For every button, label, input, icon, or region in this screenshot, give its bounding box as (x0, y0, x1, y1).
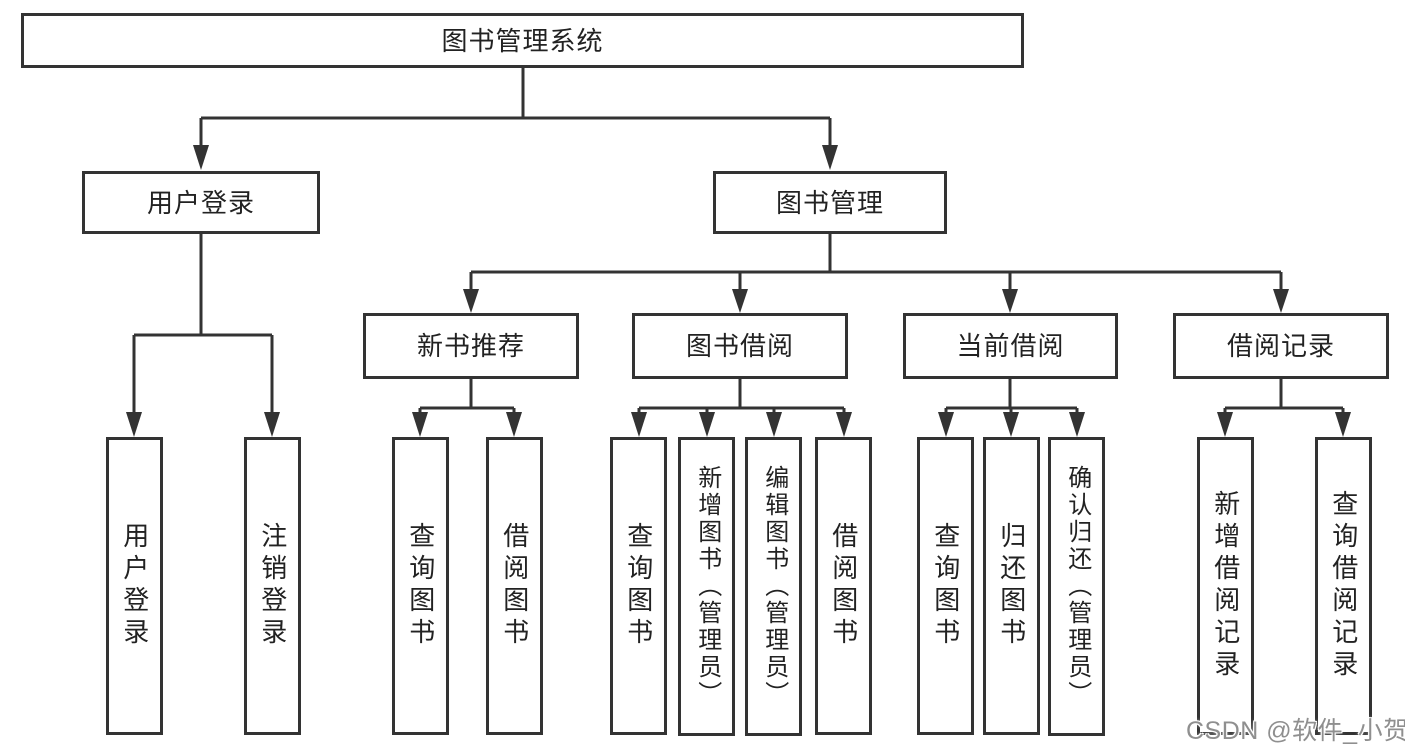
leaf-record-add: 新增借阅记录 (1197, 437, 1254, 735)
leaf-borrow-add-admin-label: 新增图书（管理员） (693, 465, 721, 708)
leaf-record-query: 查询借阅记录 (1315, 437, 1372, 735)
leaf-newbook-borrow: 借阅图书 (486, 437, 543, 735)
leaf-user-login-label: 用户登录 (119, 522, 150, 650)
leaf-current-return-label: 归还图书 (996, 522, 1027, 650)
leaf-record-add-label: 新增借阅记录 (1210, 490, 1241, 682)
node-borrow-records: 借阅记录 (1173, 313, 1389, 379)
edges-book-management (463, 234, 1289, 313)
leaf-newbook-query-label: 查询图书 (405, 522, 436, 650)
leaf-newbook-query: 查询图书 (392, 437, 449, 735)
leaf-current-confirm-admin: 确认归还（管理员） (1048, 437, 1105, 736)
leaf-borrow-query-label: 查询图书 (623, 522, 654, 650)
node-new-book-rec-label: 新书推荐 (416, 331, 525, 361)
leaf-logout: 注销登录 (244, 437, 301, 735)
node-book-management-label: 图书管理 (775, 187, 884, 218)
node-root-system: 图书管理系统 (21, 13, 1024, 68)
edges-current-borrow (938, 379, 1085, 437)
leaf-borrow-edit-admin: 编辑图书（管理员） (745, 437, 802, 736)
node-book-borrow: 图书借阅 (632, 313, 848, 379)
node-new-book-rec: 新书推荐 (363, 313, 579, 379)
leaf-newbook-borrow-label: 借阅图书 (499, 522, 530, 650)
node-user-login-label: 用户登录 (146, 187, 255, 218)
leaf-borrow-borrow: 借阅图书 (815, 437, 872, 735)
leaf-current-query-label: 查询图书 (930, 522, 961, 650)
edges-borrow-records (1217, 379, 1351, 437)
leaf-borrow-borrow-label: 借阅图书 (828, 522, 859, 650)
csdn-watermark: CSDN @软件_小贺同学 (1186, 717, 1405, 745)
leaf-borrow-query: 查询图书 (610, 437, 667, 735)
edges-user-login (126, 234, 280, 437)
node-root-system-label: 图书管理系统 (441, 25, 604, 56)
edges-new-book-rec (412, 379, 522, 437)
node-book-management: 图书管理 (713, 171, 947, 234)
edges-root (193, 68, 838, 170)
node-borrow-records-label: 借阅记录 (1226, 331, 1335, 361)
leaf-record-query-label: 查询借阅记录 (1328, 490, 1359, 682)
leaf-current-query: 查询图书 (917, 437, 974, 735)
leaf-current-return: 归还图书 (983, 437, 1040, 735)
leaf-current-confirm-admin-label: 确认归还（管理员） (1063, 465, 1091, 708)
leaf-user-login: 用户登录 (106, 437, 163, 735)
leaf-borrow-add-admin: 新增图书（管理员） (678, 437, 735, 736)
node-current-borrow: 当前借阅 (903, 313, 1118, 379)
node-book-borrow-label: 图书借阅 (685, 331, 794, 361)
edges-book-borrow (631, 379, 852, 437)
node-user-login: 用户登录 (82, 171, 320, 234)
leaf-borrow-edit-admin-label: 编辑图书（管理员） (760, 465, 788, 708)
leaf-logout-label: 注销登录 (257, 522, 288, 650)
node-current-borrow-label: 当前借阅 (956, 331, 1065, 361)
